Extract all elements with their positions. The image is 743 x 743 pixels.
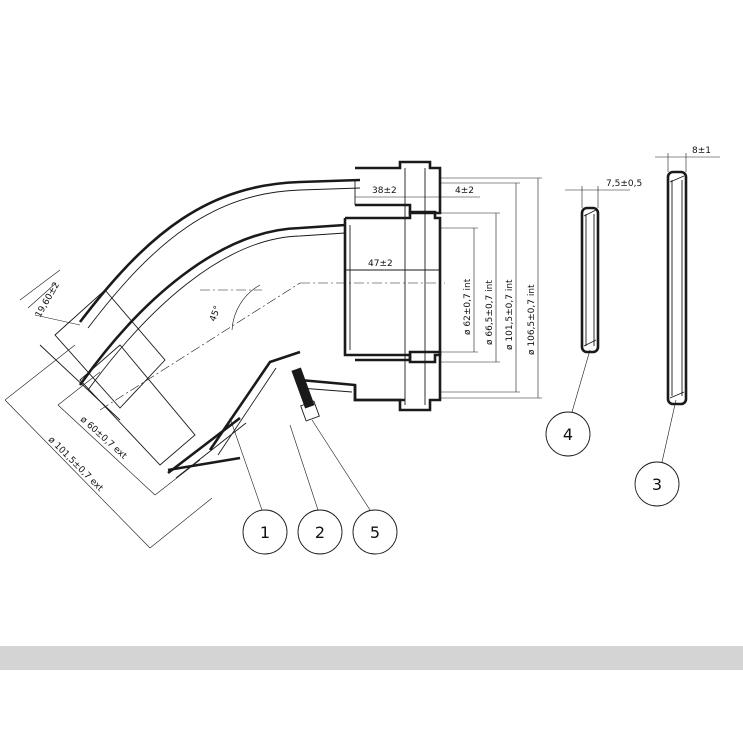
callout-4: 4 (545, 411, 591, 457)
angle-indicator: 45° (208, 284, 261, 331)
dia-106-5-label: ø 106,5±0,7 int (527, 284, 537, 355)
callout-4-label: 4 (563, 425, 573, 444)
callout-1-label: 1 (260, 523, 270, 542)
dia-101-5-int-label: ø 101,5±0,7 int (505, 279, 515, 350)
callout-2-label: 2 (315, 523, 325, 542)
callout-2: 2 (297, 509, 343, 555)
dia-60-ext-label: ø 60±0,7 ext (78, 415, 129, 462)
bottom-band (0, 646, 743, 670)
dia-101-5-ext-label: ø 101,5±0,7 ext (46, 435, 105, 494)
dia-66-5-label: ø 66,5±0,7 int (485, 280, 495, 345)
callout-3: 3 (634, 461, 680, 507)
socket-dimensions: 38±2 4±2 47±2 ø 62±0,7 int ø 66,5±0,7 in… (345, 177, 542, 399)
callout-1: 1 (242, 509, 288, 555)
seal-ring-3: 8±1 (655, 146, 720, 406)
pipe-end-sleeves (39, 289, 196, 466)
callout-5: 5 (352, 509, 398, 555)
socket-38-label: 38±2 (372, 186, 397, 196)
seal-ring-4: 7,5±0,5 (565, 179, 642, 354)
seal-3-width-label: 8±1 (692, 146, 711, 156)
callout-5-label: 5 (370, 523, 380, 542)
dia-62-label: ø 62±0,7 int (463, 278, 473, 335)
socket-4-label: 4±2 (455, 186, 474, 196)
outer-pipe-body (78, 160, 442, 479)
callout-3-label: 3 (652, 475, 662, 494)
centerlines (99, 282, 445, 411)
callout-leaders (229, 349, 677, 511)
angle-label: 45° (208, 305, 223, 323)
bolt-fitting (291, 367, 320, 422)
inner-pipe-body (78, 210, 442, 472)
seal-4-width-label: 7,5±0,5 (606, 179, 642, 189)
socket-47-label: 47±2 (368, 259, 393, 269)
